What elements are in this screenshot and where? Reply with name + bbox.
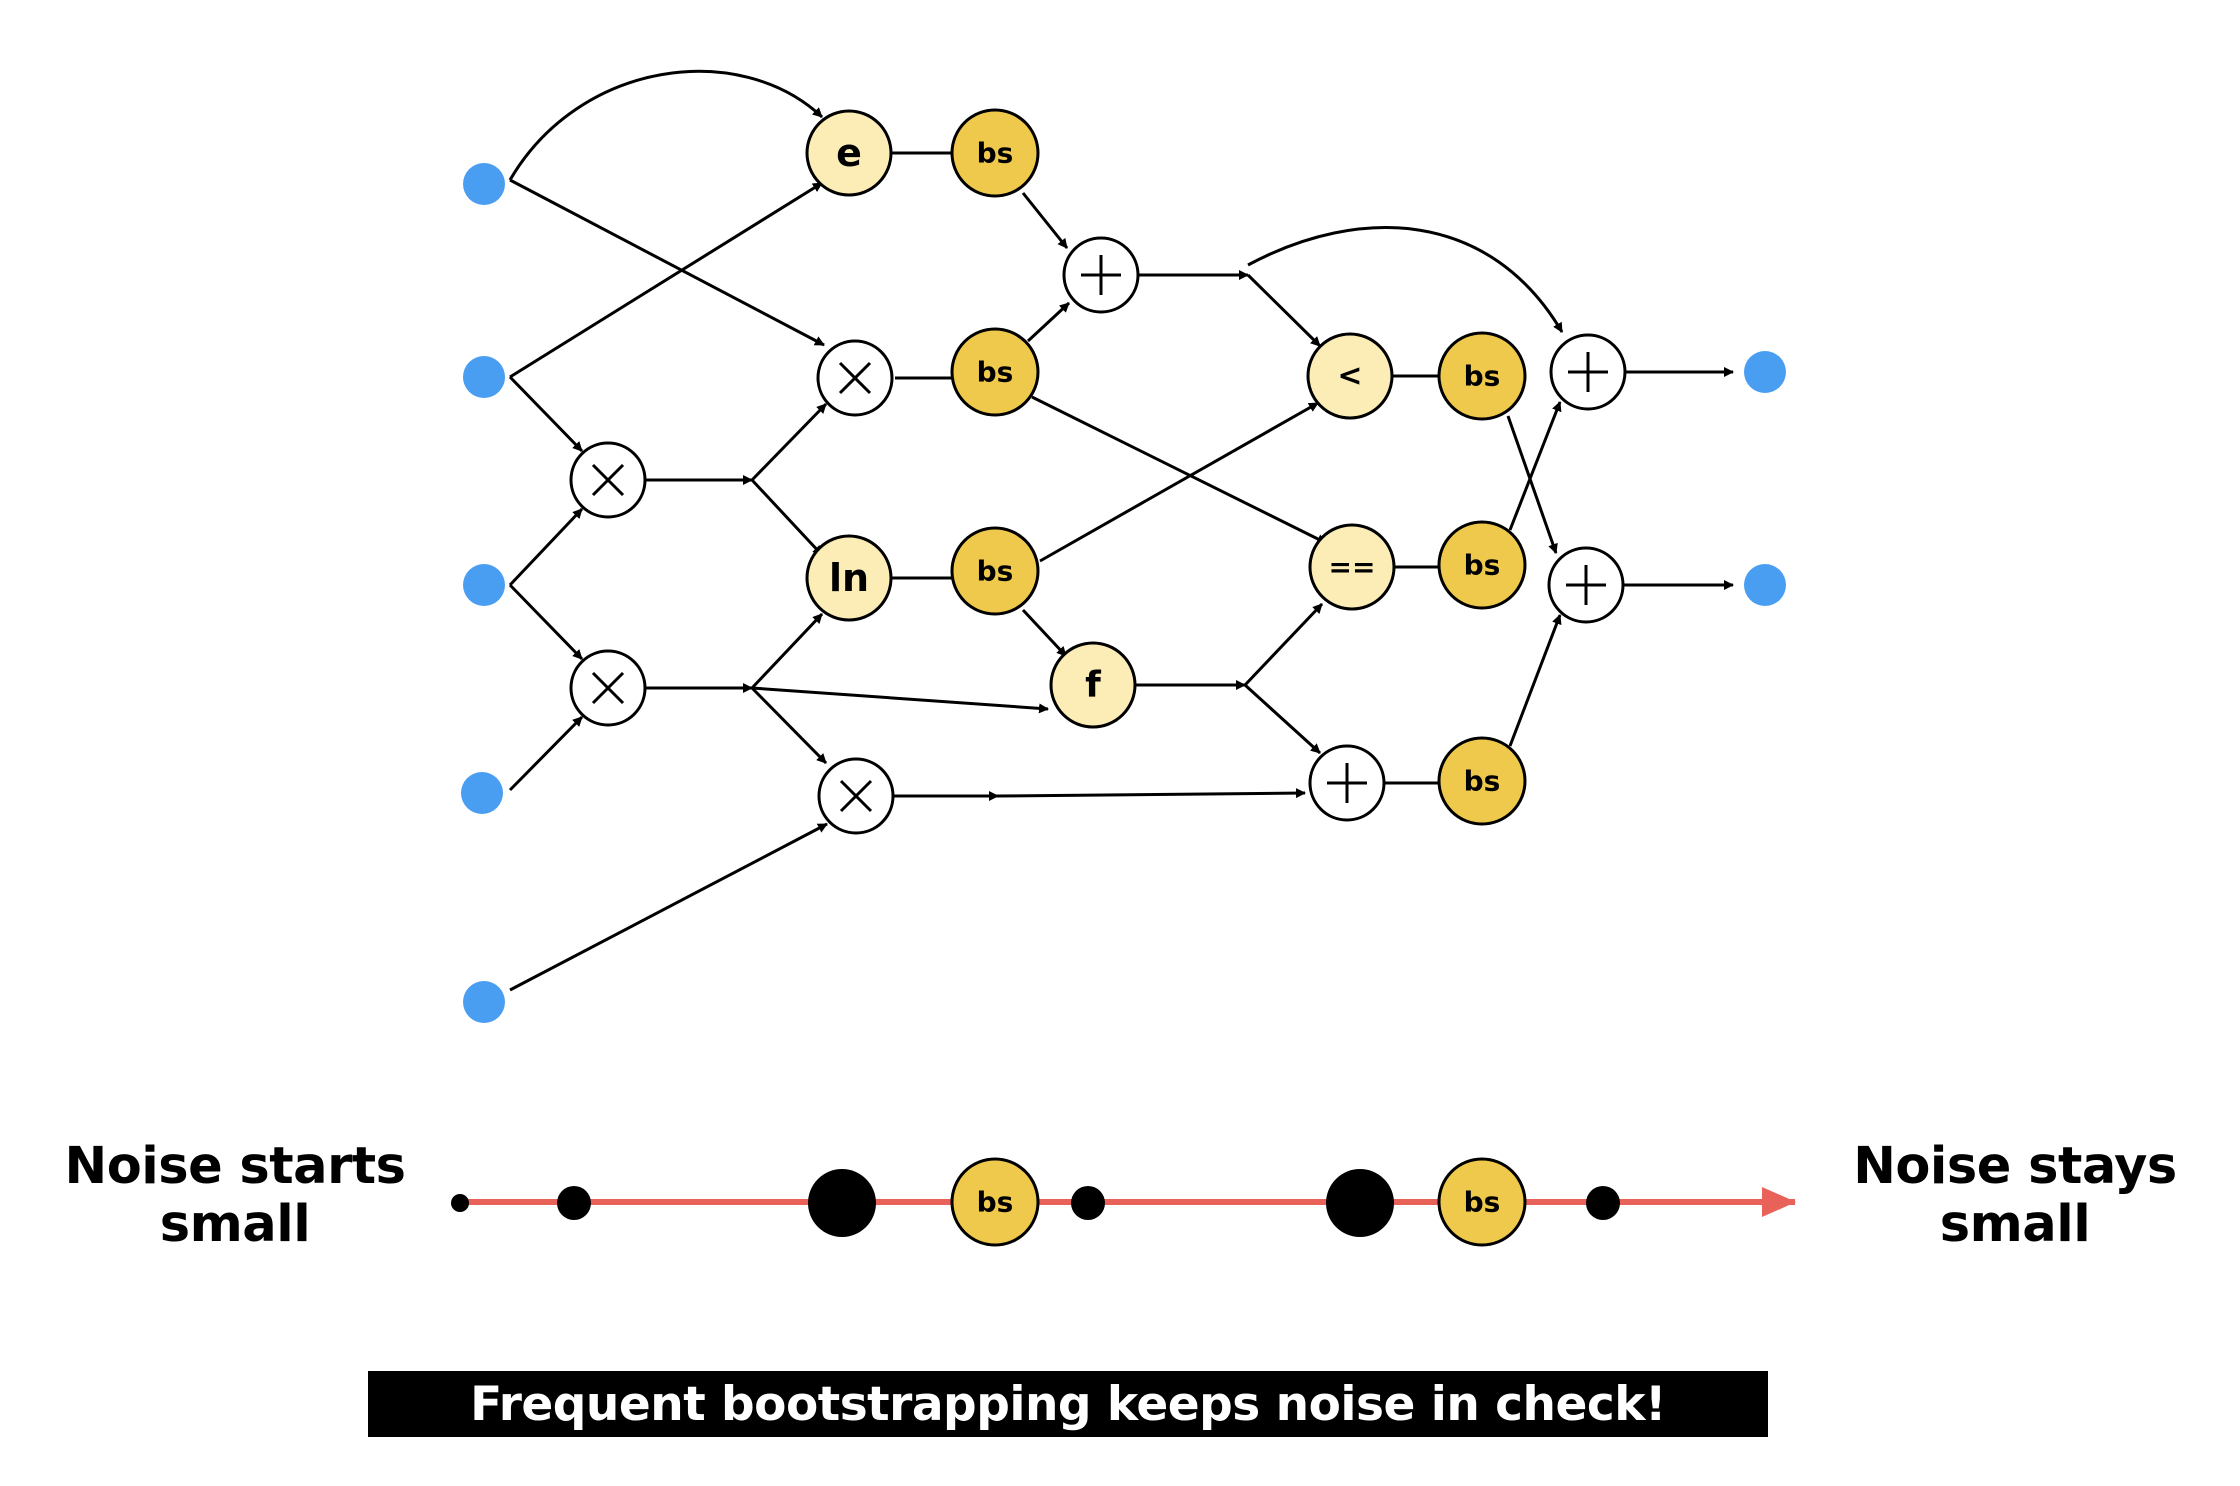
edge bbox=[508, 69, 824, 181]
multiply-icon bbox=[591, 671, 625, 705]
edge bbox=[1506, 415, 1558, 554]
less-than-label: < bbox=[1337, 359, 1362, 394]
bootstrap-label: bs bbox=[1464, 360, 1501, 393]
multiply-icon bbox=[839, 779, 873, 813]
edge bbox=[1039, 401, 1319, 563]
edge bbox=[509, 822, 828, 992]
add-node bbox=[1547, 546, 1625, 624]
edge bbox=[1246, 273, 1322, 348]
plus-icon bbox=[1327, 763, 1367, 803]
bootstrap-node: bs bbox=[1437, 331, 1527, 421]
plus-icon bbox=[1568, 352, 1608, 392]
edge bbox=[750, 478, 824, 557]
less-than-node: < bbox=[1306, 332, 1394, 420]
equals-node: == bbox=[1308, 523, 1396, 611]
timeline-bootstrap-node: bs bbox=[950, 1157, 1040, 1247]
noise-dot-small bbox=[1586, 1186, 1620, 1220]
bootstrap-label: bs bbox=[1464, 549, 1501, 582]
func-label: f bbox=[1085, 665, 1101, 706]
func-node: f bbox=[1049, 641, 1137, 729]
noise-dot-tiny bbox=[451, 1194, 469, 1212]
bootstrap-label: bs bbox=[977, 555, 1014, 588]
ln-label: ln bbox=[829, 556, 869, 600]
multiply-icon bbox=[838, 361, 872, 395]
edge bbox=[508, 375, 584, 453]
add-node bbox=[1549, 333, 1627, 411]
exp-label: e bbox=[836, 131, 862, 175]
multiply-icon bbox=[591, 463, 625, 497]
edge bbox=[1031, 395, 1327, 545]
circuit-edges bbox=[508, 69, 1734, 992]
edge bbox=[508, 507, 584, 587]
edge bbox=[1508, 401, 1562, 531]
input-node bbox=[463, 981, 505, 1023]
bootstrap-node: bs bbox=[950, 526, 1040, 616]
bootstrap-label: bs bbox=[977, 137, 1014, 170]
bootstrap-node: bs bbox=[950, 327, 1040, 417]
multiply-node bbox=[569, 649, 647, 727]
edge bbox=[750, 402, 828, 482]
noise-timeline: bs bs bbox=[451, 1157, 1796, 1247]
add-node bbox=[1308, 744, 1386, 822]
timeline-bootstrap-node: bs bbox=[1437, 1157, 1527, 1247]
add-node bbox=[1062, 236, 1140, 314]
io-nodes bbox=[461, 163, 1786, 1023]
edge bbox=[1021, 608, 1068, 658]
edge bbox=[1021, 192, 1069, 249]
edge bbox=[509, 178, 825, 347]
bootstrap-node: bs bbox=[950, 108, 1040, 198]
input-node bbox=[463, 356, 505, 398]
edge bbox=[1508, 614, 1562, 747]
edge bbox=[1243, 602, 1324, 687]
equals-label: == bbox=[1329, 551, 1376, 584]
noise-dot-small bbox=[557, 1186, 591, 1220]
edge bbox=[1026, 301, 1071, 343]
ln-node: ln bbox=[805, 534, 893, 622]
multiply-node bbox=[816, 339, 894, 417]
noise-dot-small bbox=[1071, 1186, 1105, 1220]
edge bbox=[997, 788, 1306, 799]
bootstrap-node: bs bbox=[1437, 520, 1527, 610]
multiply-node bbox=[817, 757, 895, 835]
plus-icon bbox=[1566, 565, 1606, 605]
edge bbox=[508, 715, 584, 792]
summary-banner: Frequent bootstrapping keeps noise in ch… bbox=[368, 1371, 1768, 1437]
bootstrap-label: bs bbox=[1464, 765, 1501, 798]
input-node bbox=[461, 772, 503, 814]
noise-dot-large bbox=[808, 1169, 876, 1237]
edge bbox=[750, 612, 824, 690]
edge bbox=[1243, 683, 1322, 755]
edge bbox=[1247, 226, 1564, 333]
exp-node: e bbox=[805, 109, 893, 197]
bootstrap-label: bs bbox=[977, 356, 1014, 389]
noise-dot-large bbox=[1326, 1169, 1394, 1237]
output-node bbox=[1744, 564, 1786, 606]
bootstrap-label: bs bbox=[977, 1186, 1014, 1219]
edge bbox=[751, 686, 1049, 714]
input-node bbox=[463, 564, 505, 606]
plus-icon bbox=[1081, 255, 1121, 295]
edge bbox=[750, 686, 828, 765]
bootstrap-label: bs bbox=[1464, 1186, 1501, 1219]
edge bbox=[509, 181, 823, 379]
multiply-node bbox=[569, 441, 647, 519]
input-node bbox=[463, 163, 505, 205]
bootstrap-node: bs bbox=[1437, 736, 1527, 826]
output-node bbox=[1744, 351, 1786, 393]
edge bbox=[508, 583, 584, 661]
